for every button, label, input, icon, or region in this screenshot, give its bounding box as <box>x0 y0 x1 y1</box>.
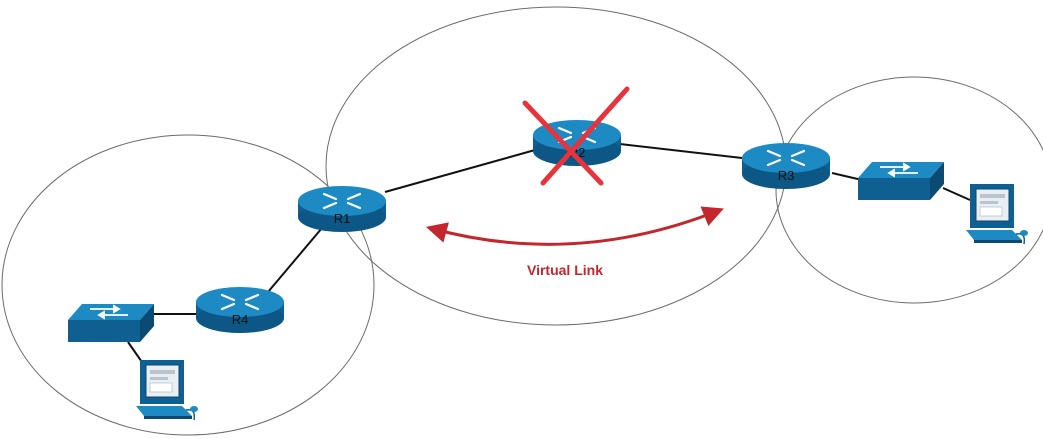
router-icon <box>533 120 621 166</box>
router-r3[interactable]: R3 <box>742 143 830 189</box>
computer-left[interactable] <box>136 360 198 421</box>
switch-icon <box>68 304 154 342</box>
link-r1-r4 <box>267 227 323 293</box>
link-r1-r2 <box>384 149 536 193</box>
router-label: R3 <box>778 168 795 183</box>
computer-right[interactable] <box>966 184 1028 245</box>
switch-left[interactable] <box>68 304 154 342</box>
switch-icon <box>858 162 944 200</box>
links <box>127 143 971 366</box>
link-r3-switch <box>831 172 863 181</box>
router-icon <box>742 143 830 189</box>
switch-right[interactable] <box>858 162 944 200</box>
router-label: R4 <box>232 312 249 327</box>
area-left <box>1 134 375 436</box>
router-icon <box>298 186 386 232</box>
failed-x-icon <box>522 86 630 186</box>
link-r2-r3 <box>619 143 743 159</box>
computer-icon <box>136 360 198 421</box>
router-r4[interactable]: R4 <box>196 287 284 333</box>
computer-icon <box>966 184 1028 245</box>
router-label: R1 <box>334 211 351 226</box>
router-icon <box>196 287 284 333</box>
router-r2[interactable]: R2 <box>522 86 630 186</box>
virtual-link-label: Virtual Link <box>527 262 603 278</box>
link-switch-pc-right <box>942 187 971 201</box>
area-right <box>775 76 1043 304</box>
virtual-link-arrow <box>425 206 724 246</box>
router-r1[interactable]: R1 <box>298 186 386 232</box>
